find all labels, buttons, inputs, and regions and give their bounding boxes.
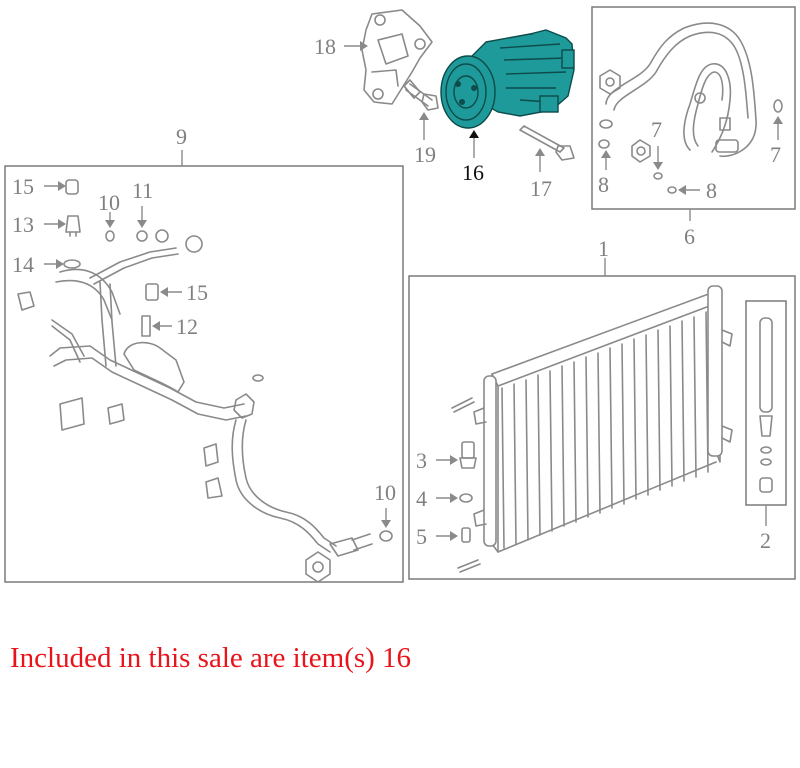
- callout-6: 6: [684, 224, 695, 249]
- panel-6-frame: [591, 6, 796, 210]
- callout-14: 14: [12, 252, 34, 277]
- callout-10a: 10: [98, 190, 120, 215]
- compressor-part-16: [440, 29, 575, 129]
- callout-2: 2: [760, 528, 771, 553]
- callout-4: 4: [416, 486, 427, 511]
- callout-9: 9: [176, 124, 187, 149]
- callout-13: 13: [12, 212, 34, 237]
- bolt-part-19: [403, 79, 439, 111]
- callout-3: 3: [416, 448, 427, 473]
- bolt-part-17: [519, 125, 575, 161]
- callout-18: 18: [314, 34, 336, 59]
- callout-7b: 7: [770, 142, 781, 167]
- valve-core-part-5: [461, 527, 471, 543]
- callout-11: 11: [132, 178, 153, 203]
- panel-9-frame: [4, 165, 404, 583]
- condenser-part-1: [451, 285, 733, 573]
- callout-16: 16: [462, 160, 484, 185]
- receiver-dryer-part-2: [759, 317, 773, 493]
- callout-8b: 8: [706, 178, 717, 203]
- callout-8a: 8: [598, 172, 609, 197]
- callout-15b: 15: [186, 280, 208, 305]
- callout-19: 19: [414, 142, 436, 167]
- callout-15a: 15: [12, 174, 34, 199]
- hose-assembly-part-9: [17, 179, 393, 583]
- callout-10b: 10: [374, 480, 396, 505]
- callout-1: 1: [598, 236, 609, 261]
- pressure-switch-part-3: [459, 441, 477, 469]
- bracket-part-18: [361, 9, 433, 105]
- sale-note: Included in this sale are item(s) 16: [10, 642, 412, 674]
- o-ring-part-4: [459, 493, 473, 503]
- callout-7a: 7: [651, 117, 662, 142]
- callout-17: 17: [530, 176, 552, 201]
- callout-5: 5: [416, 524, 427, 549]
- hose-assembly-part-6: [598, 22, 783, 194]
- panel-1-frame: [408, 275, 796, 580]
- callout-12: 12: [176, 314, 198, 339]
